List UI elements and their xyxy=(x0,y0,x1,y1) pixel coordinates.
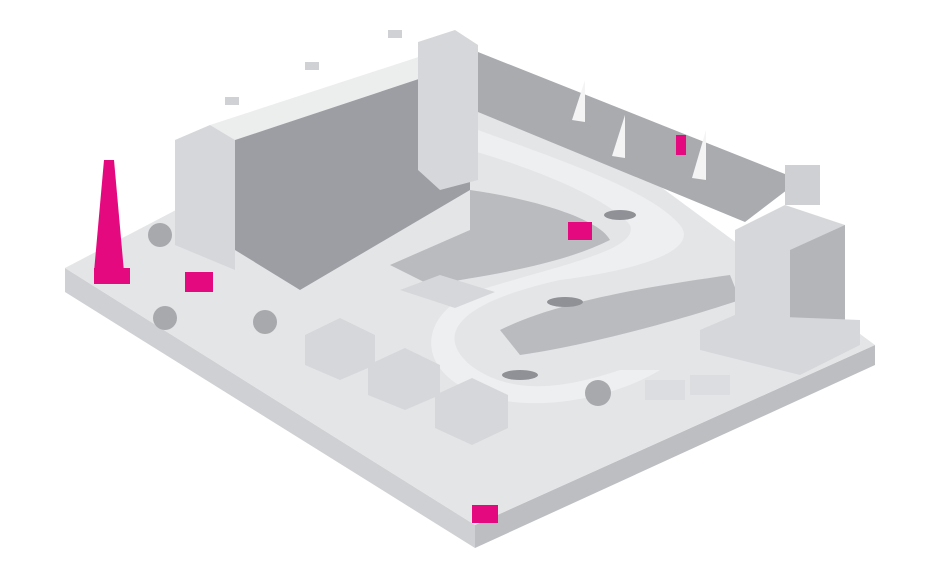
race-track xyxy=(431,130,684,404)
antenna-cart xyxy=(472,505,498,523)
water-harbour xyxy=(478,52,800,222)
tree xyxy=(253,310,277,334)
rooftop-unit xyxy=(785,165,820,205)
truck xyxy=(645,380,685,400)
flag xyxy=(388,30,402,38)
flag xyxy=(225,97,239,105)
sailboats xyxy=(572,80,706,180)
crowd-area xyxy=(390,190,610,285)
grandstand-tower-right xyxy=(418,30,478,190)
truck xyxy=(690,375,730,395)
buoy xyxy=(676,135,686,155)
tree xyxy=(153,306,177,330)
sailboat xyxy=(572,80,585,122)
tree xyxy=(585,380,611,406)
cell-tower-base xyxy=(94,268,130,284)
pavilions xyxy=(305,275,508,445)
sailboat xyxy=(612,115,625,158)
sailboat xyxy=(692,130,706,180)
race-car xyxy=(547,297,583,307)
tower-building xyxy=(700,165,860,375)
antenna-cart xyxy=(185,272,213,292)
cell-tower-icon xyxy=(94,160,124,272)
pavilion xyxy=(435,378,508,445)
race-car xyxy=(604,210,636,220)
network-elements xyxy=(94,135,686,523)
race-car xyxy=(502,370,538,380)
building-side xyxy=(790,225,845,345)
grandstand-roof xyxy=(210,50,470,140)
building-annex xyxy=(700,315,860,375)
platform-left-side xyxy=(65,268,475,548)
stage xyxy=(400,275,495,308)
grandstand-seating xyxy=(235,62,470,290)
grandstand-tower-left xyxy=(175,125,235,270)
antenna-cart xyxy=(568,222,592,240)
flag xyxy=(305,62,319,70)
grandstand xyxy=(175,30,478,290)
crowd-area xyxy=(500,275,740,355)
pavilion xyxy=(368,348,440,410)
platform-right-side xyxy=(475,345,875,548)
pavilion xyxy=(305,318,375,380)
tree xyxy=(148,223,172,247)
